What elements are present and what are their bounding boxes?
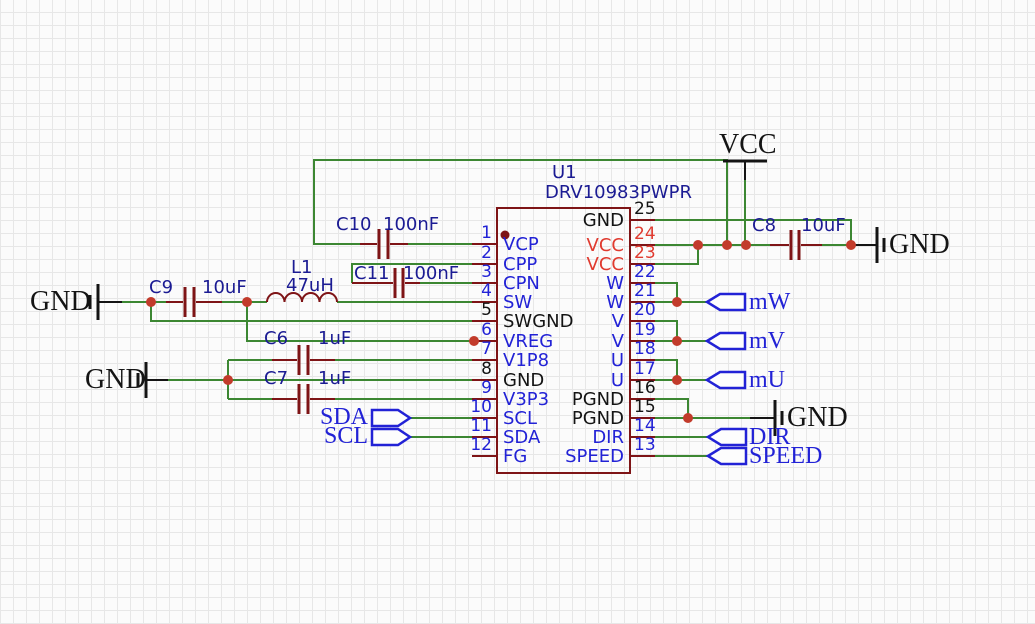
- netport-shape-mv[interactable]: [704, 331, 747, 351]
- netport-shape-dir[interactable]: [705, 427, 748, 447]
- c7-value-label[interactable]: 1uF: [318, 368, 352, 389]
- capacitor-c9[interactable]: [166, 287, 222, 317]
- pin-number-23[interactable]: 23: [634, 243, 656, 263]
- gnd-net-label-right-mid[interactable]: GND: [787, 402, 848, 433]
- mu-port-label[interactable]: mU: [749, 367, 785, 393]
- c6-value-label[interactable]: 1uF: [318, 328, 352, 349]
- pin-name-sda[interactable]: SDA: [503, 427, 541, 448]
- pin-number-19[interactable]: 19: [634, 320, 656, 340]
- pin-number-18[interactable]: 18: [634, 339, 656, 359]
- pin-number-25[interactable]: 25: [634, 199, 656, 219]
- capacitor-c10[interactable]: [360, 229, 408, 259]
- c11-value-label[interactable]: 100nF: [403, 263, 460, 284]
- pin-number-16[interactable]: 16: [634, 378, 656, 398]
- pin-number-1[interactable]: 1: [481, 223, 492, 243]
- scl-port-label[interactable]: SCL: [323, 423, 368, 449]
- c6-ref-label[interactable]: C6: [264, 328, 289, 349]
- pin-name-pgnd-15[interactable]: PGND: [571, 408, 624, 429]
- c11-ref-label[interactable]: C11: [354, 263, 390, 284]
- gnd-net-label-left-top[interactable]: GND: [30, 286, 91, 317]
- netport-shape-scl[interactable]: [370, 427, 413, 447]
- vcc-power-symbol[interactable]: [723, 159, 767, 180]
- capacitor-c8[interactable]: [770, 230, 822, 260]
- pin-name-u-17[interactable]: U: [610, 370, 624, 391]
- c9-value-label[interactable]: 10uF: [202, 277, 247, 298]
- pin-name-speed-13[interactable]: SPEED: [565, 446, 624, 467]
- pin-number-24[interactable]: 24: [634, 224, 656, 244]
- pin1-marker-dot: [500, 230, 510, 240]
- pin-name-vcc-23[interactable]: VCC: [586, 254, 624, 275]
- pin-name-w-22[interactable]: W: [606, 273, 624, 294]
- pin-name-scl[interactable]: SCL: [503, 408, 538, 429]
- mw-port-label[interactable]: mW: [749, 289, 791, 315]
- sda-port-label[interactable]: SDA: [320, 404, 369, 430]
- pin-name-gnd[interactable]: GND: [503, 370, 545, 391]
- pin-name-vreg[interactable]: VREG: [503, 331, 554, 352]
- vcc-net-label[interactable]: VCC: [719, 129, 777, 160]
- pin-number-9[interactable]: 9: [481, 378, 492, 398]
- pin-number-3[interactable]: 3: [481, 262, 492, 282]
- pin-name-cpp[interactable]: CPP: [503, 254, 538, 275]
- pin-number-5[interactable]: 5: [481, 300, 492, 320]
- c8-ref-label[interactable]: C8: [752, 215, 777, 236]
- pin-number-13[interactable]: 13: [634, 435, 656, 455]
- pin-number-15[interactable]: 15: [634, 397, 656, 417]
- pin-name-sw[interactable]: SW: [503, 292, 533, 313]
- junction-dots: [146, 240, 856, 423]
- pin-name-cpn[interactable]: CPN: [503, 273, 540, 294]
- netport-shape-mw[interactable]: [704, 292, 747, 312]
- c7-ref-label[interactable]: C7: [264, 368, 289, 389]
- l1-ref-label[interactable]: L1: [291, 257, 313, 278]
- speed-port-label[interactable]: SPEED: [749, 443, 823, 469]
- pin-number-12[interactable]: 12: [470, 435, 492, 455]
- pin-name-fg[interactable]: FG: [503, 446, 528, 467]
- pin-number-7[interactable]: 7: [481, 339, 492, 359]
- ic-designator[interactable]: U1: [552, 162, 577, 183]
- pin-name-gnd-25[interactable]: GND: [582, 210, 624, 231]
- pin-name-u-18[interactable]: U: [610, 350, 624, 371]
- netport-shape-mu[interactable]: [704, 370, 747, 390]
- pin-number-6[interactable]: 6: [481, 320, 492, 340]
- mv-port-label[interactable]: mV: [749, 328, 785, 354]
- pin-number-10[interactable]: 10: [470, 397, 492, 417]
- ic-u1-body[interactable]: [472, 207, 655, 474]
- pin-number-22[interactable]: 22: [634, 262, 656, 282]
- inductor-l1[interactable]: [266, 292, 338, 303]
- ic-part-number[interactable]: DRV10983PWPR: [545, 182, 692, 203]
- netport-shape-sda[interactable]: [370, 408, 413, 428]
- l1-value-label[interactable]: 47uH: [286, 275, 334, 296]
- pin-name-w-21[interactable]: W: [606, 292, 624, 313]
- gnd-symbol-left-mid[interactable]: [136, 362, 168, 398]
- c9-ref-label[interactable]: C9: [149, 277, 174, 298]
- gnd-net-label-left-mid[interactable]: GND: [85, 364, 146, 395]
- pin-name-vcc-24[interactable]: VCC: [586, 235, 624, 256]
- gnd-net-label-right-top[interactable]: GND: [889, 229, 950, 260]
- pin-name-swgnd[interactable]: SWGND: [503, 311, 574, 332]
- pin-name-dir-14[interactable]: DIR: [592, 427, 624, 448]
- pin-number-8[interactable]: 8: [481, 359, 492, 379]
- pin-number-21[interactable]: 21: [634, 281, 656, 301]
- dir-port-label[interactable]: DIR: [749, 424, 791, 450]
- pin-number-20[interactable]: 20: [634, 300, 656, 320]
- gnd-symbol-right-mid[interactable]: [750, 400, 784, 436]
- capacitor-c7[interactable]: [272, 384, 335, 414]
- gnd-symbol-left-top[interactable]: [88, 284, 122, 320]
- pin-name-pgnd-16[interactable]: PGND: [571, 389, 624, 410]
- c10-value-label[interactable]: 100nF: [383, 214, 440, 235]
- pin-number-14[interactable]: 14: [634, 416, 656, 436]
- pin-name-v-19[interactable]: V: [611, 331, 624, 352]
- capacitor-c6[interactable]: [272, 345, 335, 375]
- pin-number-11[interactable]: 11: [470, 416, 492, 436]
- pin-number-4[interactable]: 4: [481, 281, 492, 301]
- netport-shape-speed[interactable]: [705, 446, 748, 466]
- pin-name-v1p8[interactable]: V1P8: [503, 350, 550, 371]
- capacitor-c11[interactable]: [352, 268, 420, 298]
- pin-number-17[interactable]: 17: [634, 359, 656, 379]
- pin-number-2[interactable]: 2: [481, 243, 492, 263]
- pin-name-v3p3[interactable]: V3P3: [503, 389, 550, 410]
- c8-value-label[interactable]: 10uF: [801, 215, 846, 236]
- pin-name-v-20[interactable]: V: [611, 311, 624, 332]
- pin-name-vcp[interactable]: VCP: [503, 234, 539, 255]
- c10-ref-label[interactable]: C10: [336, 214, 372, 235]
